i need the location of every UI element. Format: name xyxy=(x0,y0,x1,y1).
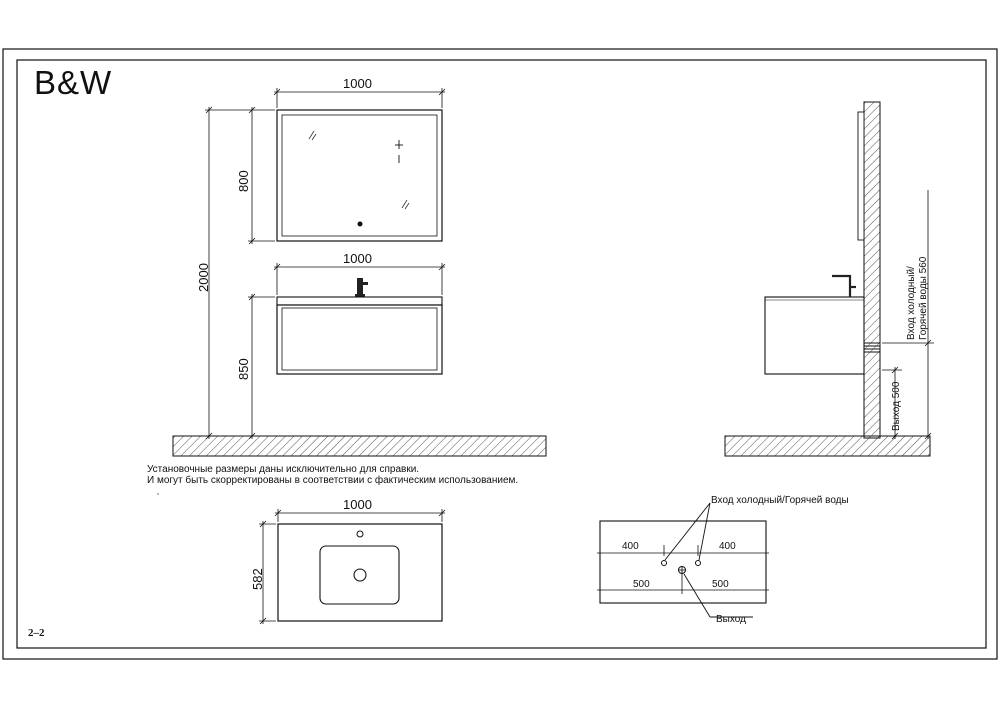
inlet-leader-lines xyxy=(664,502,711,561)
wall-plan-outlet-label: Выход xyxy=(716,614,746,625)
pipe-connection xyxy=(864,342,880,353)
side-view: Вход холодный/ Горячей воды 560 Выход 50… xyxy=(724,101,934,457)
right-outlet-offset: 500 xyxy=(712,579,729,590)
top-view: 1000 582 xyxy=(250,497,446,625)
faucet-icon xyxy=(355,278,368,297)
basin-top xyxy=(276,296,443,306)
wall-plan-inlet-label: Вход холодный/Горячей воды xyxy=(711,495,849,506)
inlet-height-label-line2: Горячей воды 560 xyxy=(918,256,929,340)
front-view: 1000 1000 2000 800 xyxy=(172,76,547,457)
cold-inlet-marker xyxy=(661,560,667,566)
brand-logo: B&W xyxy=(34,64,112,101)
top-depth-label: 582 xyxy=(250,568,265,590)
page-number: 2–2 xyxy=(28,627,45,639)
top-width-dimension xyxy=(274,509,446,522)
inner-frame xyxy=(16,59,987,649)
cabinet-width-label: 1000 xyxy=(343,251,372,266)
left-outlet-offset: 500 xyxy=(633,579,650,590)
total-height-dimension xyxy=(205,106,275,440)
total-height-label: 2000 xyxy=(196,263,211,292)
mirror-outer xyxy=(276,109,443,242)
basin-bowl xyxy=(319,545,400,605)
right-inlet-offset: 400 xyxy=(719,541,736,552)
mirror-inner xyxy=(281,114,438,237)
hot-inlet-marker xyxy=(695,560,701,566)
note-dot xyxy=(157,493,159,495)
mirror-width-label: 1000 xyxy=(343,76,372,91)
front-floor-hatch xyxy=(172,435,547,457)
mirror-width-dimension xyxy=(273,88,446,108)
mirror-height-label: 800 xyxy=(236,170,251,192)
top-depth-dimension xyxy=(259,520,276,625)
wall-plan: Вход холодный/Горячей воды 400 400 500 5… xyxy=(597,495,849,625)
side-mirror xyxy=(857,111,865,241)
cabinet-body xyxy=(276,304,443,375)
inlet-height-dimension xyxy=(882,190,934,440)
top-width-label: 1000 xyxy=(343,497,372,512)
side-faucet-icon xyxy=(832,274,856,297)
tap-hole-icon xyxy=(356,530,364,538)
side-wall-hatch xyxy=(863,101,881,439)
outer-frame xyxy=(2,48,998,660)
drain-hole-icon xyxy=(353,568,367,582)
wall-plan-rect xyxy=(599,520,767,604)
outlet-height-dimension xyxy=(882,366,902,440)
left-inlet-offset: 400 xyxy=(622,541,639,552)
touch-sensor-icon xyxy=(395,140,403,163)
outlet-leader-line xyxy=(683,573,711,618)
outlet-height-label: Выход 500 xyxy=(891,381,902,431)
side-cabinet xyxy=(764,296,865,375)
cabinet-height-label: 850 xyxy=(236,358,251,380)
note-line-1: Установочные размеры даны исключительно … xyxy=(147,464,419,475)
inlet-height-label: Вход холодный/ Горячей воды 560 xyxy=(906,256,929,340)
side-floor-hatch xyxy=(724,435,931,457)
inlet-height-label-line1: Вход холодный/ xyxy=(906,266,917,340)
cabinet-width-dimension xyxy=(273,263,446,295)
mirror-height-dimension xyxy=(248,106,275,245)
cabinet-height-dimension xyxy=(248,293,275,440)
cabinet-drawer-front xyxy=(281,307,438,371)
note-line-2: И могут быть скорректированы в соответст… xyxy=(147,474,518,486)
mirror-switch-dot xyxy=(357,221,363,227)
mirror-glare-icon xyxy=(308,130,410,210)
